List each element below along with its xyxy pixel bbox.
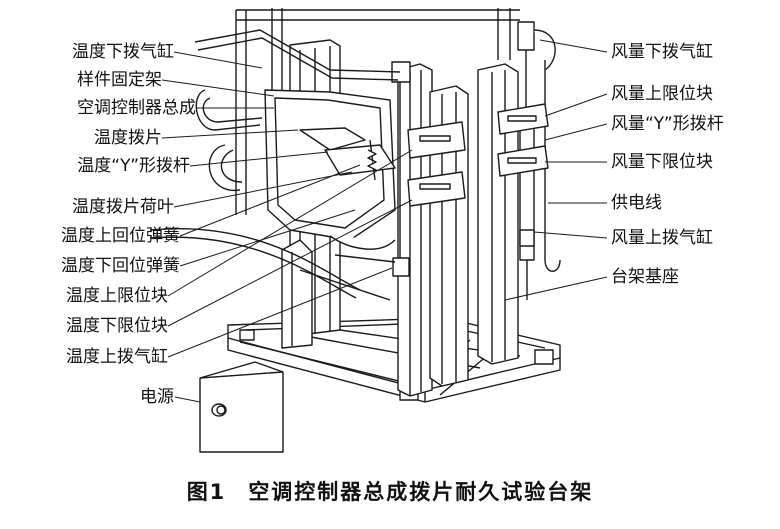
label-temperature-upper-limit-block: 温度上限位块 — [66, 286, 168, 306]
label-wind-upper-limit-block: 风量上限位块 — [611, 84, 713, 104]
controller-assembly — [264, 89, 396, 250]
wind-limit-blocks — [497, 103, 549, 177]
label-wind-lower-cylinder: 风量下拨气缸 — [611, 42, 713, 62]
temperature-limit-blocks — [407, 121, 466, 207]
figure-caption: 图1 空调控制器总成拨片耐久试验台架 — [0, 476, 780, 506]
label-rig-base: 台架基座 — [611, 267, 679, 287]
figure-title: 空调控制器总成拨片耐久试验台架 — [248, 480, 594, 504]
right-columns — [429, 63, 519, 387]
middle-column — [391, 61, 433, 397]
label-power-cable: 供电线 — [611, 193, 662, 213]
label-wind-y-lever: 风量“Y”形拨杆 — [611, 114, 724, 134]
label-power-supply: 电源 — [140, 387, 174, 407]
label-temperature-lower-return-spring: 温度下回位弹簧 — [61, 256, 180, 276]
label-temperature-paddle-hinge: 温度拨片荷叶 — [72, 197, 174, 217]
label-temperature-paddle: 温度拨片 — [94, 128, 162, 148]
label-temperature-y-lever: 温度“Y”形拨杆 — [77, 156, 190, 176]
label-wind-lower-limit-block: 风量下限位块 — [611, 152, 713, 172]
label-ac-controller-assembly: 空调控制器总成 — [77, 98, 196, 118]
wind-cylinder-assembly — [517, 21, 561, 300]
pneumatic-lines — [149, 29, 401, 301]
label-specimen-holder: 样件固定架 — [77, 70, 162, 90]
figure-number: 图1 — [186, 480, 227, 504]
label-temperature-lower-limit-block: 温度下限位块 — [66, 316, 168, 336]
label-temperature-upper-cylinder: 温度上拨气缸 — [66, 347, 168, 367]
label-temperature-upper-return-spring: 温度上回位弹簧 — [61, 226, 180, 246]
label-temperature-lower-cylinder: 温度下拨气缸 — [72, 42, 174, 62]
leader-lines — [161, 39, 608, 403]
label-wind-upper-cylinder: 风量上拨气缸 — [611, 228, 713, 248]
power-supply-box — [199, 361, 284, 453]
